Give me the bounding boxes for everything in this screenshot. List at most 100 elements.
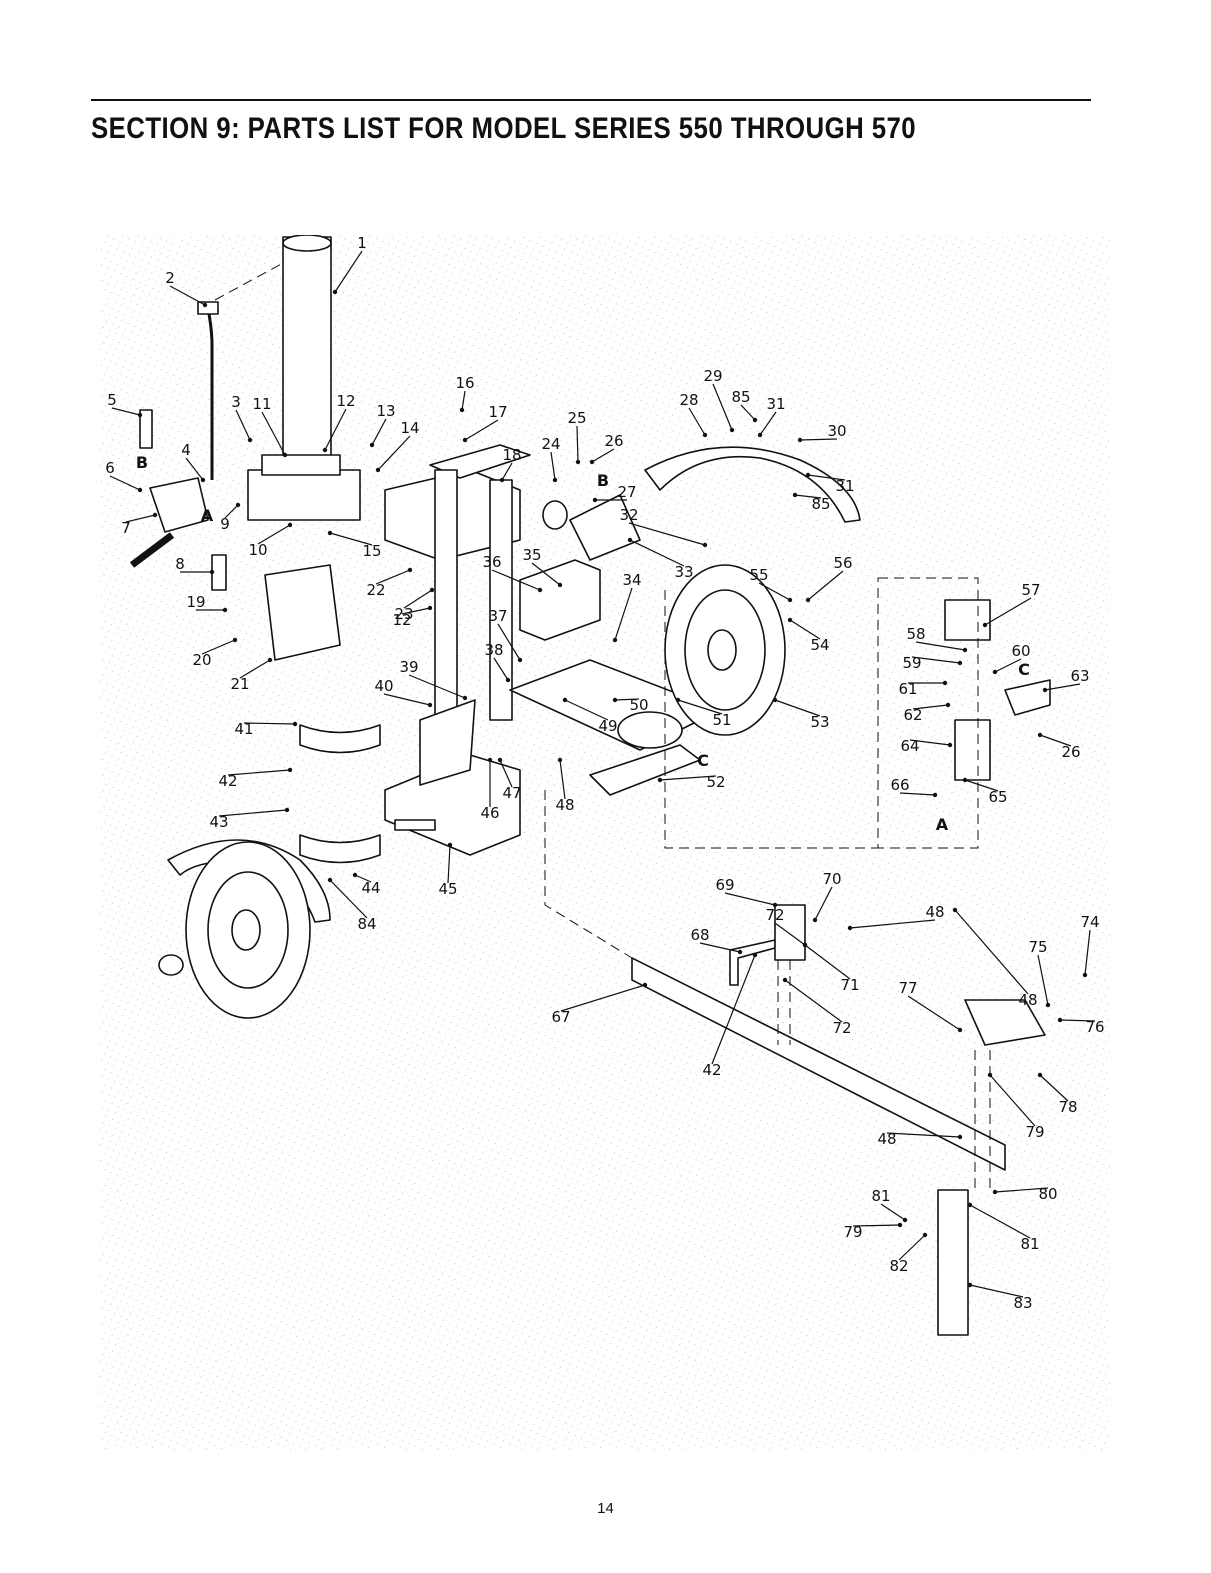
connection-letter-C: C [1018,660,1030,679]
callout-55: 55 [749,566,768,584]
mount-bracket-part [264,564,341,661]
leader-line [125,514,156,523]
leader-arrowhead [657,777,663,783]
callout-64: 64 [900,737,919,755]
coupler-part [964,999,1046,1046]
callout-8: 8 [175,555,185,573]
leader-arrowhead [247,437,253,443]
callout-14: 14 [400,419,419,437]
leader-line [497,623,521,661]
leader-arrowhead [462,695,468,701]
leader-line [852,1224,901,1227]
leader-arrowhead [1082,972,1088,978]
leader-arrowhead [612,637,618,643]
callout-34: 34 [622,571,641,589]
callout-71: 71 [840,976,859,994]
leader-arrowhead [772,697,778,703]
callout-32: 32 [619,506,638,524]
leader-arrowhead [429,587,435,593]
callout-76: 76 [1085,1018,1104,1036]
leader-arrowhead [957,1027,963,1033]
leader-arrowhead [537,587,543,593]
leader-line [912,704,949,710]
engine-plate-part [509,559,721,796]
callout-39: 39 [399,658,418,676]
leader-arrowhead [137,412,143,418]
leader-arrowhead [1037,1072,1043,1078]
leader-arrowhead [459,407,465,413]
leader-line [964,779,999,792]
leader-arrowhead [487,757,493,763]
leader-arrowhead [962,777,968,783]
callout-11: 11 [252,395,271,413]
callout-17: 17 [488,403,507,421]
leader-arrowhead [797,437,803,443]
callout-58: 58 [906,625,925,643]
callout-46: 46 [480,804,499,822]
callout-80: 80 [1038,1185,1057,1203]
right-fender-part [644,446,861,523]
leader-arrowhead [957,1134,963,1140]
leader-line [329,532,373,546]
callout-22: 22 [366,581,385,599]
leader-line [371,418,387,446]
callout-40: 40 [374,677,393,695]
leader-arrowhead [967,1202,973,1208]
callout-54: 54 [810,636,829,654]
callout-77: 77 [898,979,917,997]
leader-line [799,438,838,441]
callout-45: 45 [438,880,457,898]
connection-letter-C: C [697,751,709,770]
leader-line [712,383,733,431]
leader-arrowhead [282,452,288,458]
callout-78: 78 [1058,1098,1077,1116]
callout-63: 63 [1070,667,1089,685]
callout-26: 26 [1061,743,1080,761]
leader-line [377,435,411,471]
leader-arrowhead [952,907,958,913]
cylinder-part [247,235,361,521]
callout-35: 35 [522,546,541,564]
leader-line [576,425,579,463]
leader-line [804,944,851,980]
callout-85: 85 [811,495,830,513]
leader-arrowhead [562,697,568,703]
callout-85: 85 [731,388,750,406]
leader-line [969,1284,1024,1298]
callout-36: 36 [482,553,501,571]
callout-33: 33 [674,563,693,581]
connection-letter-B: B [597,471,609,490]
leader-arrowhead [967,1282,973,1288]
leader-line [711,954,756,1065]
callout-57: 57 [1021,581,1040,599]
leader-line [493,657,509,681]
leader-line [907,995,961,1031]
callout-12: 12 [392,611,411,629]
leader-line [227,769,291,776]
leader-arrowhead [812,917,818,923]
callout-3: 3 [231,393,241,411]
callout-48: 48 [555,796,574,814]
callout-16: 16 [455,374,474,392]
leader-arrowhead [332,289,338,295]
leader-line [201,639,236,655]
leader-line [559,759,566,800]
callout-84: 84 [357,915,376,933]
leader-line [261,411,286,456]
leader-arrowhead [957,660,963,666]
callout-20: 20 [192,651,211,669]
hose-fitting-part [197,301,219,315]
leader-line [614,698,640,701]
callout-6: 6 [105,459,115,477]
leader-line [969,1204,1031,1239]
leader-arrowhead [787,617,793,623]
leader-arrowhead [589,459,595,465]
leader-arrowhead [945,702,951,708]
leader-arrowhead [847,925,853,931]
callout-49: 49 [598,717,617,735]
leader-arrowhead [752,417,758,423]
callout-43: 43 [209,813,228,831]
callout-70: 70 [822,870,841,888]
callout-37: 37 [488,607,507,625]
leader-line [243,722,296,725]
